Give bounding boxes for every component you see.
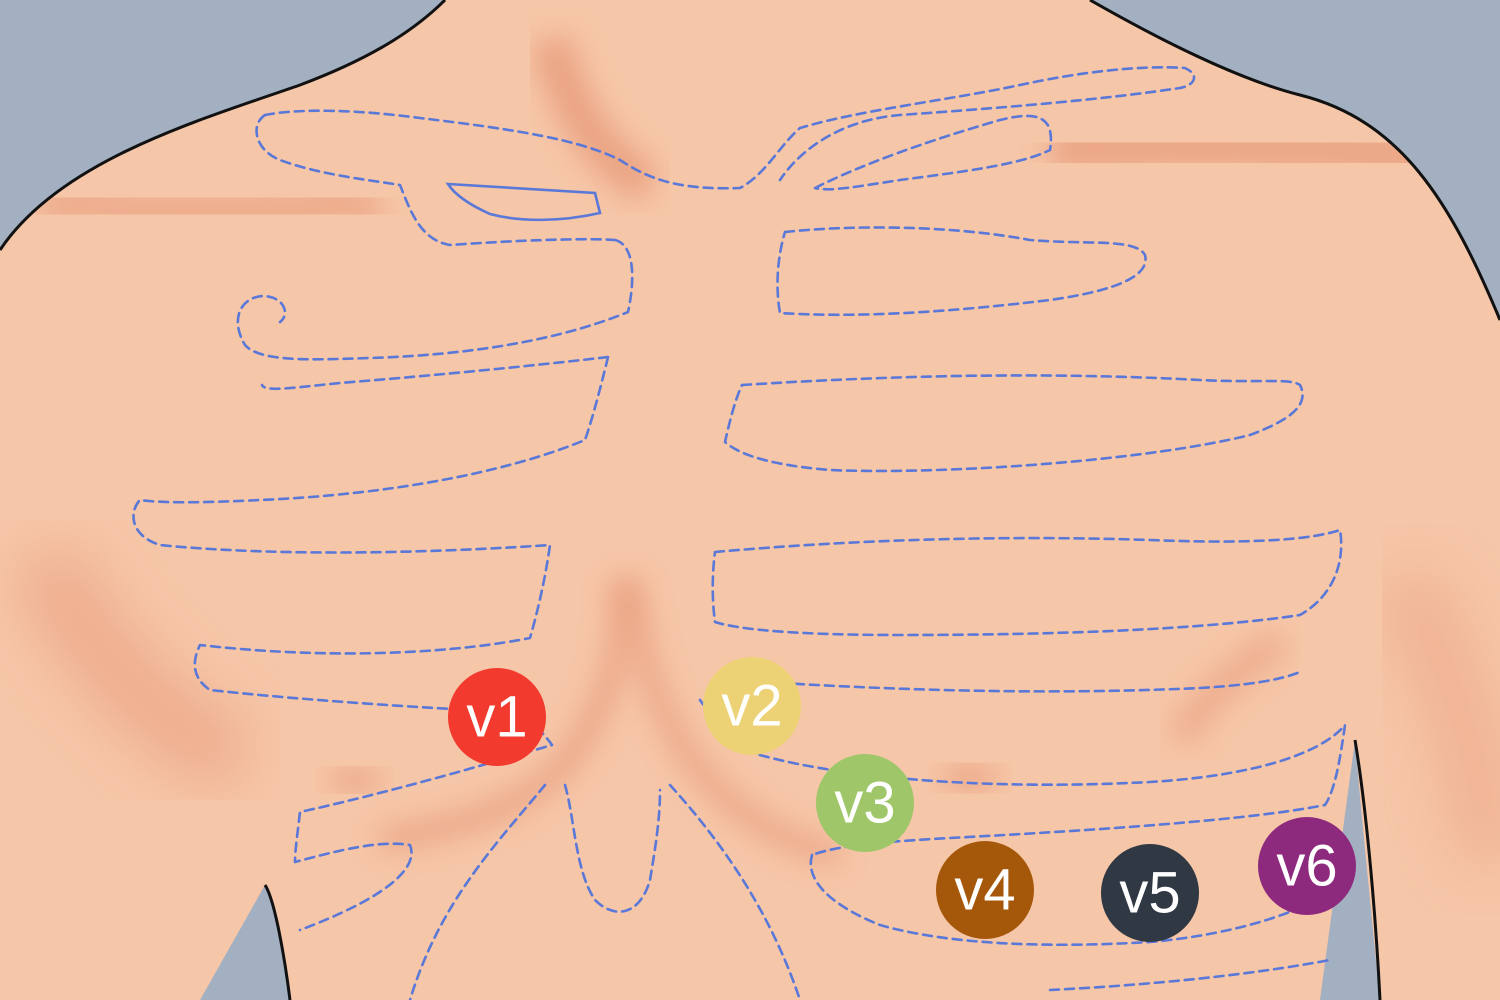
right-rib-5 [758,723,1347,857]
electrode-v4-label: v4 [954,858,1015,923]
torso-outline-right [1089,0,1500,321]
electrode-v1[interactable]: v1 [448,668,546,766]
electrode-v5-dot [1101,844,1199,942]
electrode-v2-label: v2 [721,674,782,739]
right-rib-7 [1048,958,1332,992]
rib-cage [132,66,1347,1000]
electrode-v4[interactable]: v4 [936,841,1034,939]
electrode-v4-dot [936,841,1034,939]
electrode-v3-label: v3 [834,771,895,836]
electrode-v6-dot [1258,817,1356,915]
left-costal-margin [408,783,547,1000]
sternal-notch [445,182,602,222]
left-rib-1 [236,238,634,361]
xiphoid [563,783,662,913]
arm-outline-left [263,884,292,1000]
left-rib-2 [132,355,610,932]
electrodes-layer: v1 v2 v3 v4 v5 v6 [448,657,1356,942]
electrode-v2-dot [703,657,801,755]
electrode-v1-dot [448,668,546,766]
electrode-v3-dot [816,754,914,852]
electrode-v6-label: v6 [1276,834,1337,899]
right-costal-margin [668,783,802,1000]
electrode-v5[interactable]: v5 [1101,844,1199,942]
left-clavicle [263,66,1196,190]
electrode-v6[interactable]: v6 [1258,817,1356,915]
torso-outline [0,0,447,251]
right-rib-3 [711,528,1343,637]
left-clavicle-lower [255,113,617,247]
right-rib-4 [778,670,1302,693]
arm-outline-right [1353,739,1382,1000]
electrode-v5-label: v5 [1119,861,1180,926]
right-rib-6 [809,853,1322,947]
electrode-v1-label: v1 [466,685,527,750]
electrode-v3[interactable]: v3 [816,754,914,852]
electrode-v2[interactable]: v2 [703,657,801,755]
right-rib-1 [776,226,1147,317]
right-clavicle [813,114,1053,191]
right-rib-2 [723,374,1304,473]
